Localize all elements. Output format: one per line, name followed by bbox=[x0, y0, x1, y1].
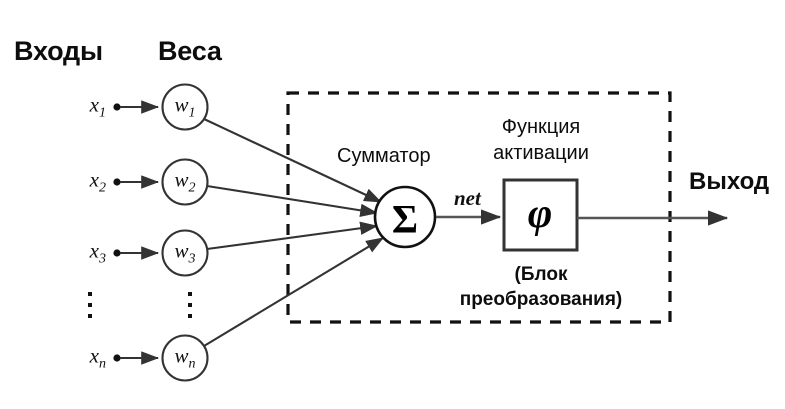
input-connections bbox=[113, 100, 160, 365]
output-label: Выход bbox=[689, 168, 770, 195]
net-label: net bbox=[454, 186, 481, 210]
weight-nodes bbox=[161, 83, 209, 382]
transform-block-label: (Блок преобразования) bbox=[459, 264, 623, 310]
input-label-1: x1 bbox=[89, 92, 106, 121]
input-label-2: x2 bbox=[89, 167, 106, 196]
phi-icon: φ bbox=[527, 191, 553, 238]
weights-title: Веса bbox=[158, 36, 222, 66]
inputs-ellipsis bbox=[88, 292, 92, 318]
weight-label-1: w1 bbox=[174, 92, 196, 121]
summator-circle bbox=[373, 185, 437, 249]
weight-to-summator-connections bbox=[203, 118, 384, 347]
activation-function-label: Функция активации bbox=[493, 116, 589, 164]
weight-label-2: w2 bbox=[174, 167, 196, 196]
input-label-3: x3 bbox=[89, 238, 106, 267]
input-label-n: xn bbox=[89, 343, 106, 372]
weight-label-n: wn bbox=[174, 343, 196, 372]
activation-function-box bbox=[502, 178, 579, 252]
weights-ellipsis bbox=[188, 292, 192, 318]
summator-label: Сумматор bbox=[337, 145, 431, 167]
sigma-icon: Σ bbox=[391, 196, 419, 242]
weight-circle-n bbox=[161, 334, 209, 382]
weight-circle-1 bbox=[161, 83, 209, 131]
weight-label-3: w3 bbox=[174, 238, 196, 267]
processing-block-dashed-border bbox=[286, 91, 672, 324]
weight-circle-3 bbox=[161, 229, 209, 277]
inputs-title: Входы bbox=[14, 36, 103, 66]
weight-circle-2 bbox=[161, 158, 209, 206]
